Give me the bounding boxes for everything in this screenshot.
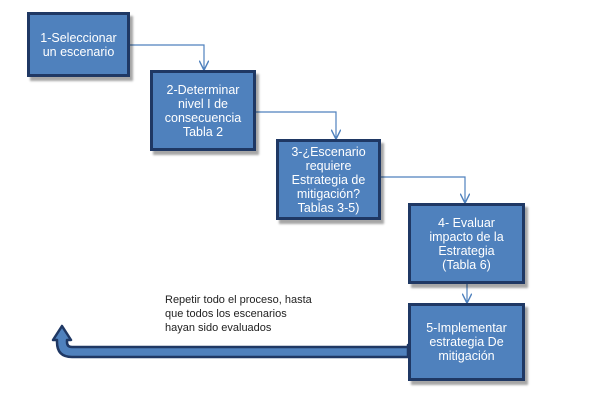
step-3-box: 3-¿Escenario requiere Estrategia de miti…: [276, 139, 381, 220]
step-5-box: 5-Implementar estrategia De mitigación: [408, 303, 525, 381]
connector-1-2: [130, 44, 204, 69]
step-3-label: 3-¿Escenario requiere Estrategia de miti…: [291, 144, 366, 215]
step-2-label: 2-Determinar nivel I de consecuencia Tab…: [164, 82, 242, 139]
connector-3-4: [381, 176, 465, 202]
step-4-box: 4- Evaluar impacto de la Estrategia (Tab…: [408, 203, 525, 284]
step-1-box: 1-Seleccionar un escenario: [27, 12, 130, 77]
repeat-note: Repetir todo el proceso, hasta que todos…: [165, 294, 312, 334]
step-1-label: 1-Seleccionar un escenario: [40, 30, 117, 59]
return-arrow: [51, 324, 410, 359]
step-4-label: 4- Evaluar impacto de la Estrategia (Tab…: [429, 215, 504, 272]
step-2-box: 2-Determinar nivel I de consecuencia Tab…: [150, 70, 256, 151]
step-5-label: 5-Implementar estrategia De mitigación: [426, 321, 507, 363]
connector-2-3: [256, 111, 336, 138]
